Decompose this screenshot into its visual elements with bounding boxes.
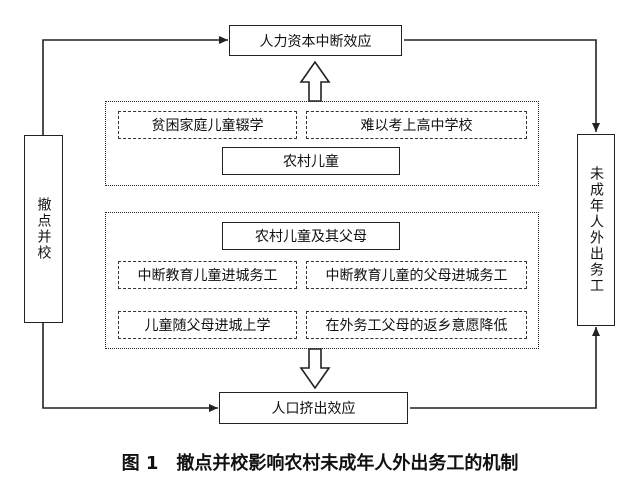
lower-item-2: 中断教育儿童的父母进城务工	[306, 261, 527, 289]
lower-item-3: 儿童随父母进城上学	[118, 311, 297, 339]
figure-number: 图 1	[121, 453, 159, 474]
upper-item-1: 贫困家庭儿童辍学	[118, 111, 297, 139]
right-result-label: 未成年人外出务工	[588, 166, 604, 294]
bottom-effect-label: 人口挤出效应	[271, 401, 356, 417]
lower-item-4: 在外务工父母的返乡意愿降低	[306, 311, 527, 339]
bottom-effect-box: 人口挤出效应	[219, 392, 408, 424]
arrow-left-to-top	[42, 36, 228, 135]
upper-subject-label: 农村儿童	[283, 154, 339, 170]
figure-title: 撤点并校影响农村未成年人外出务工的机制	[176, 453, 519, 474]
lower-item-3-label: 儿童随父母进城上学	[144, 318, 271, 334]
upper-item-2-label: 难以考上高中学校	[360, 118, 473, 134]
figure-caption: 图 1 撤点并校影响农村未成年人外出务工的机制	[0, 449, 640, 475]
top-effect-label: 人力资本中断效应	[259, 33, 372, 50]
upper-item-1-label: 贫困家庭儿童辍学	[151, 118, 264, 134]
hollow-arrow-down	[299, 348, 331, 390]
lower-item-4-label: 在外务工父母的返乡意愿降低	[325, 318, 508, 334]
left-cause-box: 撤点并校	[24, 135, 63, 323]
lower-group-frame	[105, 212, 539, 349]
right-result-box: 未成年人外出务工	[577, 134, 615, 326]
arrow-bottom-to-right	[410, 327, 600, 409]
lower-subject-box: 农村儿童及其父母	[222, 222, 400, 250]
upper-subject-box: 农村儿童	[222, 147, 400, 175]
lower-item-2-label: 中断教育儿童的父母进城务工	[325, 268, 508, 284]
upper-item-2: 难以考上高中学校	[306, 111, 527, 139]
lower-item-1: 中断教育儿童进城务工	[118, 261, 297, 289]
top-effect-box: 人力资本中断效应	[229, 25, 402, 56]
arrow-left-to-bottom	[42, 322, 218, 412]
left-cause-label: 撤点并校	[35, 197, 52, 261]
lower-subject-label: 农村儿童及其父母	[255, 229, 367, 245]
lower-item-1-label: 中断教育儿童进城务工	[137, 268, 278, 284]
arrow-top-to-right	[404, 39, 600, 132]
upper-group-frame	[105, 101, 539, 186]
hollow-arrow-up	[299, 60, 331, 102]
